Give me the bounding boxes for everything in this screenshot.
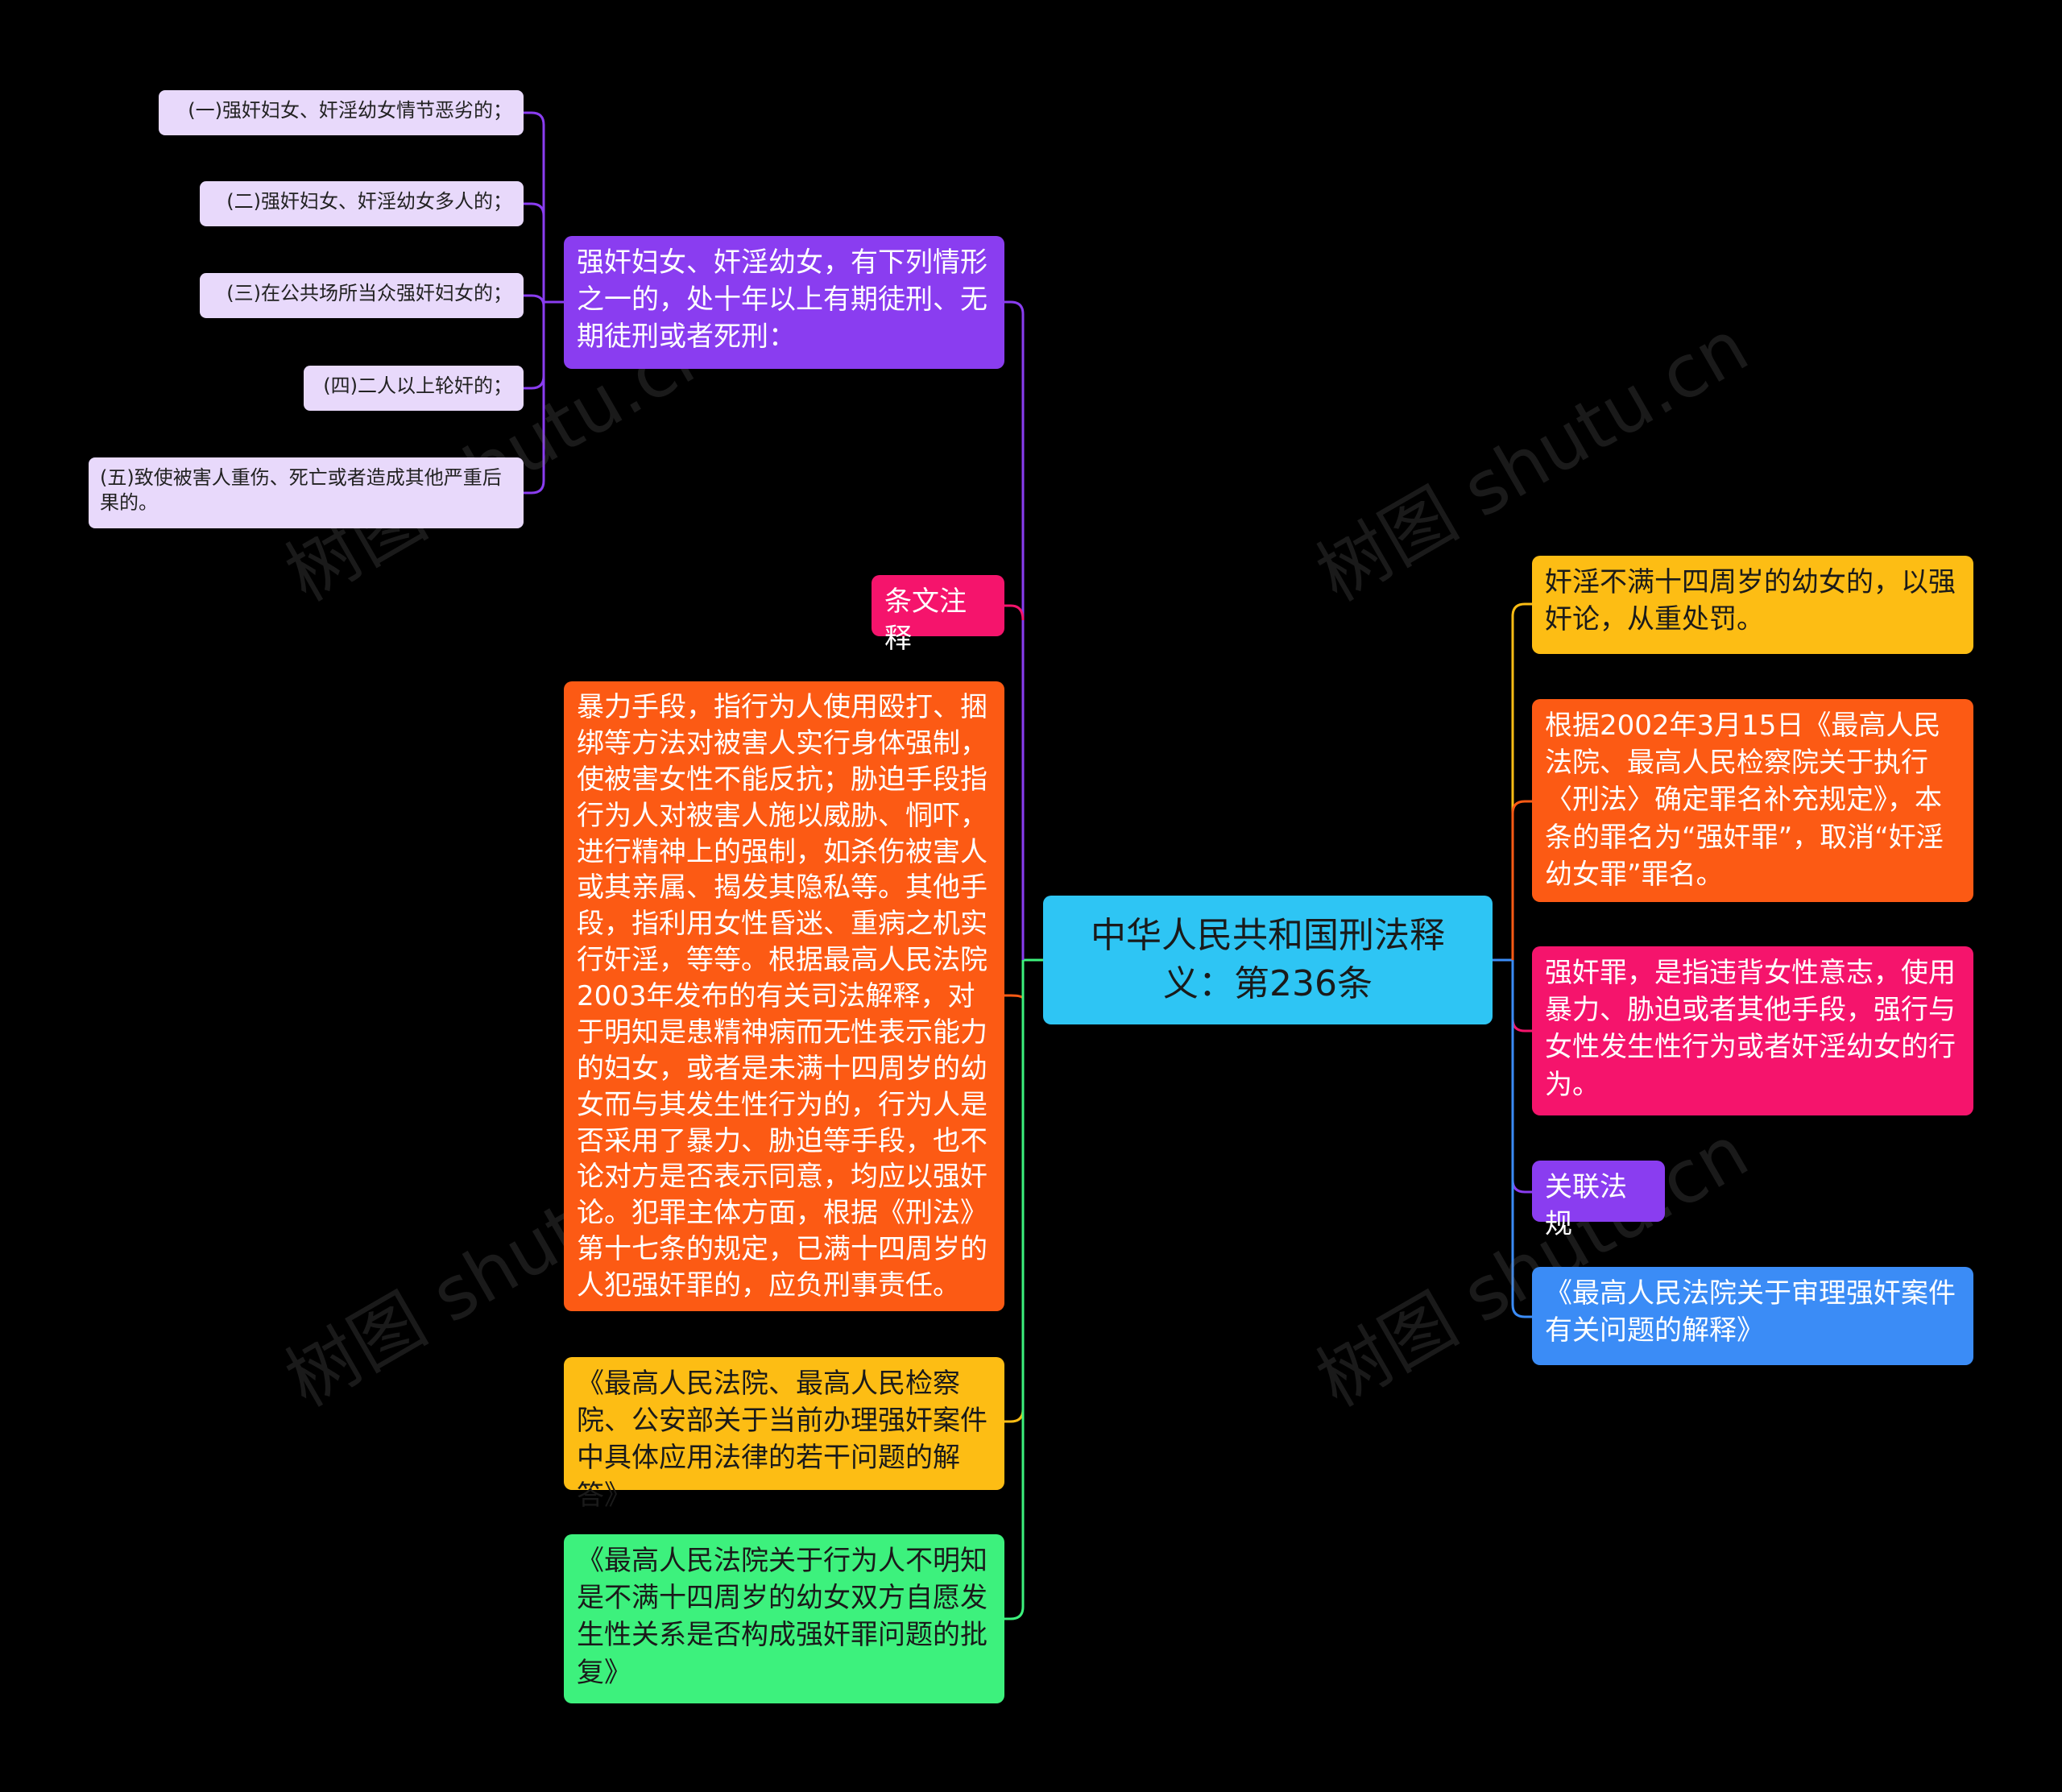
connector-definition	[1511, 960, 1532, 1033]
connector-crime-name	[1511, 800, 1532, 960]
connector-explanation	[1004, 994, 1025, 999]
sub-item-5[interactable]: (五)致使被害人重伤、死亡或者造成其他严重后果的。	[89, 457, 524, 528]
connector-reply	[1004, 960, 1025, 1620]
connector-sub-5	[524, 302, 545, 495]
root-node[interactable]: 中华人民共和国刑法释义：第236条	[1043, 896, 1493, 1024]
definition-node[interactable]: 强奸罪，是指违背女性意志，使用暴力、胁迫或者其他手段，强行与女性发生性行为或者奸…	[1532, 946, 1973, 1115]
connector-sub-3	[524, 294, 545, 307]
sub-item-3[interactable]: (三)在公共场所当众强奸妇女的；	[200, 273, 524, 318]
explanation-node[interactable]: 暴力手段，指行为人使用殴打、捆绑等方法对被害人实行身体强制，使被害女性不能反抗；…	[564, 681, 1004, 1311]
sub-item-4[interactable]: (四)二人以上轮奸的；	[304, 366, 524, 411]
child-rule-node[interactable]: 奸淫不满十四周岁的幼女的，以强奸论，从重处罚。	[1532, 556, 1973, 654]
annotation-title-node[interactable]: 条文注释	[872, 575, 1004, 655]
crime-name-node[interactable]: 根据2002年3月15日《最高人民法院、最高人民检察院关于执行〈刑法〉确定罪名补…	[1532, 699, 1973, 902]
connector-sub-4	[524, 302, 545, 390]
answer-node[interactable]: 《最高人民法院、最高人民检察院、公安部关于当前办理强奸案件中具体应用法律的若干问…	[564, 1357, 1004, 1512]
connector-annotation	[1004, 604, 1025, 621]
article-node[interactable]: 强奸妇女、奸淫幼女，有下列情形之一的，处十年以上有期徒刑、无期徒刑或者死刑：	[564, 236, 1004, 369]
connector-sub-1	[524, 111, 545, 302]
connector-answer	[1004, 960, 1025, 1423]
sub-item-1[interactable]: (一)强奸妇女、奸淫幼女情节恶劣的；	[159, 90, 524, 135]
connector-sub-2	[524, 202, 545, 217]
connector-interpretation	[1511, 960, 1532, 1318]
connector-child-rule	[1511, 602, 1532, 960]
connector-related	[1511, 960, 1532, 1194]
related-title-node[interactable]: 关联法规	[1532, 1161, 1665, 1240]
connector-article	[1004, 300, 1025, 960]
interpretation-node[interactable]: 《最高人民法院关于审理强奸案件有关问题的解释》	[1532, 1267, 1973, 1365]
reply-node[interactable]: 《最高人民法院关于行为人不明知是不满十四周岁的幼女双方自愿发生性关系是否构成强奸…	[564, 1534, 1004, 1703]
sub-item-2[interactable]: (二)强奸妇女、奸淫幼女多人的；	[200, 181, 524, 226]
